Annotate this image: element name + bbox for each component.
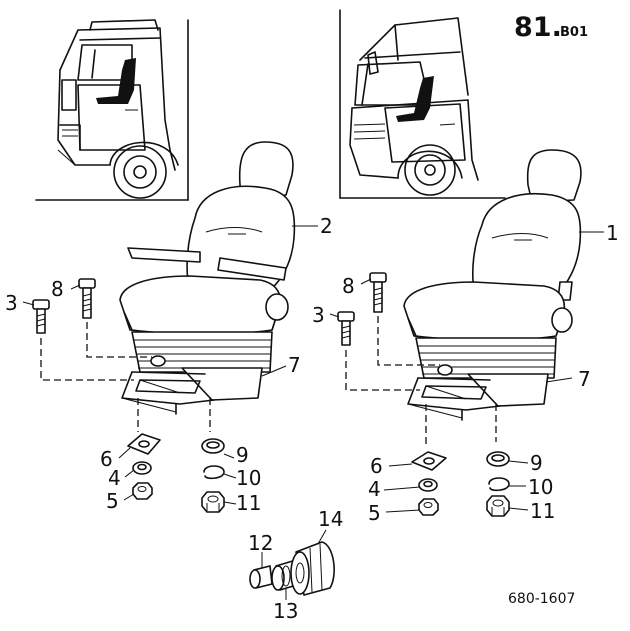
leader-bolt-short-left <box>40 338 134 381</box>
washer-small-right <box>418 478 438 492</box>
diagram-code-sub: B01 <box>560 25 588 40</box>
callout-washer-flat-right: 9 <box>530 451 543 475</box>
washer-flat-left <box>201 438 225 454</box>
knob-part <box>290 541 335 596</box>
callout-left-seat: 2 <box>320 214 333 238</box>
right-seat <box>403 149 582 421</box>
callout-bolt-long-left: 8 <box>51 277 64 301</box>
diagram-code-main: 81. <box>514 12 562 43</box>
washer-flat-right <box>486 451 510 467</box>
callout-nut-small-left: 5 <box>106 489 119 513</box>
nut-small-left <box>132 482 153 500</box>
callout-snap-ring-left: 10 <box>236 466 261 490</box>
bracket-plate-right <box>411 451 447 471</box>
truck-cab-high-roof-icon <box>339 9 506 199</box>
bolt-short-left <box>32 299 50 334</box>
nut-small-right <box>418 498 439 516</box>
callout-washer-small-left: 4 <box>108 466 121 490</box>
callout-washer-flat-left: 9 <box>236 443 249 467</box>
callout-right-seat: 1 <box>606 221 619 245</box>
bolt-short-right <box>337 311 355 346</box>
nut-large-right <box>486 495 510 517</box>
callout-bracket-left: 6 <box>100 447 113 471</box>
callout-bracket-right: 6 <box>370 454 383 478</box>
snap-ring-right <box>488 477 510 492</box>
plug-part <box>249 565 273 589</box>
callout-plug: 12 <box>248 531 273 555</box>
leader-bolt-long-left <box>86 322 152 358</box>
callout-bolt-short-left: 3 <box>5 291 18 315</box>
left-seat <box>119 141 296 415</box>
washer-small-left <box>132 461 152 475</box>
bolt-long-left <box>78 278 96 319</box>
leader-bolt-short-right <box>345 350 420 391</box>
bolt-long-right <box>369 272 387 313</box>
snap-ring-left <box>203 465 225 480</box>
callout-frame-right: 7 <box>578 367 591 391</box>
bracket-plate-left <box>127 433 161 455</box>
callout-bolt-short-right: 3 <box>312 303 325 327</box>
callout-knob: 14 <box>318 507 343 531</box>
callout-frame-left: 7 <box>288 353 301 377</box>
callout-snap-ring-right: 10 <box>528 475 553 499</box>
leader-bolt-long-right <box>377 316 440 366</box>
callout-bolt-long-right: 8 <box>342 274 355 298</box>
truck-cab-icon <box>35 19 189 201</box>
callout-nut-large-left: 11 <box>236 491 261 515</box>
callout-nut-small-right: 5 <box>368 501 381 525</box>
callout-knob-shaft: 13 <box>273 599 298 623</box>
callout-washer-small-right: 4 <box>368 477 381 501</box>
reference-number: 680-1607 <box>508 591 575 607</box>
nut-large-left <box>201 491 225 513</box>
callout-nut-large-right: 11 <box>530 499 555 523</box>
